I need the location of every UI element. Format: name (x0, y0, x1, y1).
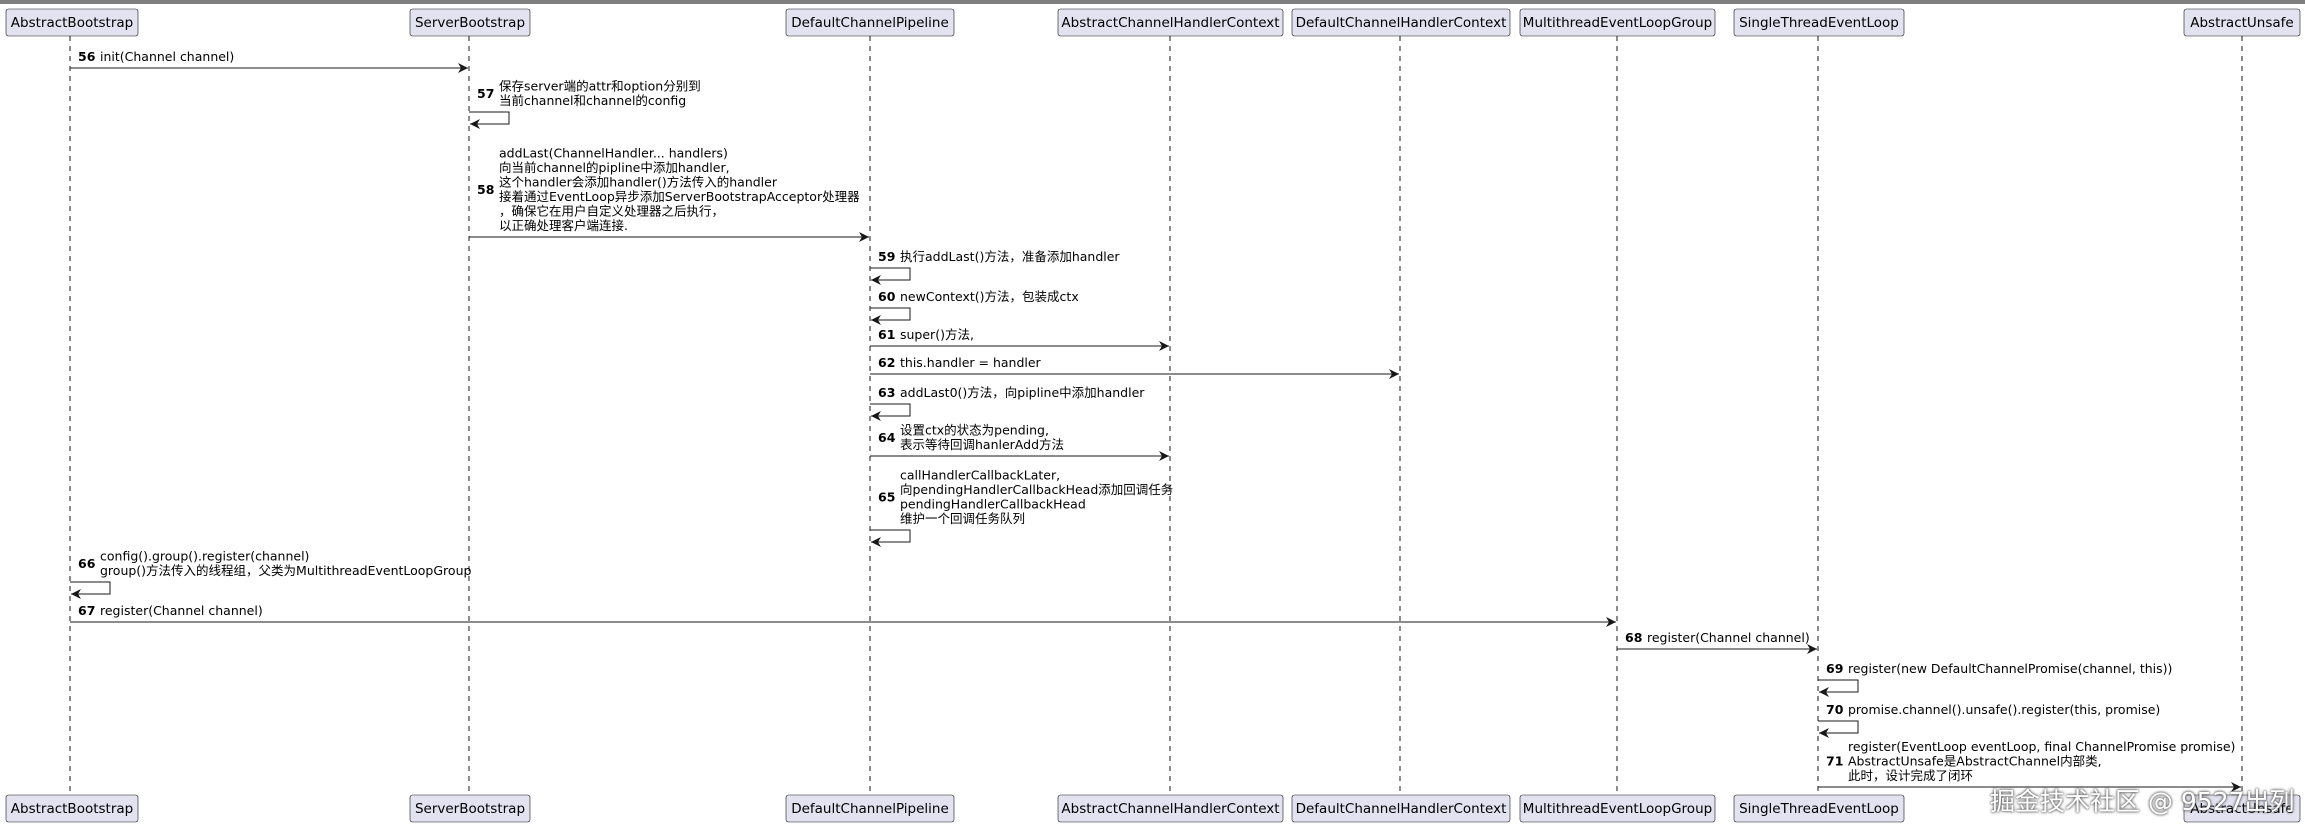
message-label: register(EventLoop eventLoop, final Chan… (1848, 739, 2235, 754)
message-number: 61 (878, 327, 895, 342)
participant-label-top-default-channel-pipeline: DefaultChannelPipeline (791, 15, 949, 31)
participant-label-bottom-default-channel-pipeline: DefaultChannelPipeline (791, 801, 949, 817)
watermark-text: 掘金技术社区 @ 9527出列 (1990, 787, 2295, 816)
participant-box-top-single-thread-event-loop (1733, 8, 1905, 37)
message-number: 60 (878, 289, 896, 304)
message-number: 68 (1625, 630, 1642, 645)
self-message-arrow (469, 111, 510, 129)
message-number: 66 (78, 556, 96, 571)
participant-label-top-abstract-channel-handler-context: AbstractChannelHandlerContext (1061, 15, 1279, 31)
message-label: promise.channel().unsafe().register(this… (1848, 702, 2160, 717)
participant-label-top-server-bootstrap: ServerBootstrap (415, 15, 525, 31)
message-number: 57 (477, 86, 494, 101)
message-label: pendingHandlerCallbackHead (900, 497, 1086, 512)
participant-box-bottom-abstract-unsafe (2183, 794, 2301, 823)
message-label: 保存server端的attr和option分别到 (499, 79, 701, 94)
message-label: AbstractUnsafe是AbstractChannel内部类, (1848, 754, 2102, 769)
message-number: 64 (878, 430, 896, 445)
message-label: init(Channel channel) (100, 49, 234, 64)
message-number: 63 (878, 385, 895, 400)
participant-box-bottom-multithread-event-loop-group (1519, 794, 1716, 823)
message-number: 58 (477, 182, 494, 197)
participant-label-bottom-abstract-bootstrap: AbstractBootstrap (11, 801, 133, 817)
self-message-arrow (1818, 720, 1859, 738)
participant-box-top-multithread-event-loop-group (1519, 8, 1716, 37)
message-label: register(new DefaultChannelPromise(chann… (1848, 661, 2172, 676)
message-label: config().group().register(channel) (100, 549, 309, 564)
message-label: this.handler = handler (900, 355, 1042, 370)
participant-box-bottom-server-bootstrap (409, 794, 531, 823)
self-message-arrow (1818, 679, 1859, 697)
participant-box-bottom-default-channel-handler-context (1291, 794, 1511, 823)
message-label: 当前channel和channel的config (499, 93, 686, 108)
message-label: newContext()方法，包装成ctx (900, 289, 1079, 304)
participant-label-bottom-single-thread-event-loop: SingleThreadEventLoop (1739, 801, 1899, 817)
self-message-arrow (870, 403, 911, 421)
message-label: callHandlerCallbackLater, (900, 468, 1060, 483)
message-label: 这个handler会添加handler()方法传入的handler (499, 175, 778, 190)
message-label: addLast0()方法，向pipline中添加handler (900, 385, 1145, 400)
message-label: 表示等待回调hanlerAdd方法 (900, 437, 1064, 452)
participant-label-bottom-abstract-channel-handler-context: AbstractChannelHandlerContext (1061, 801, 1279, 817)
participant-box-bottom-abstract-bootstrap (5, 794, 139, 823)
message-label: 维护一个回调任务队列 (900, 511, 1025, 526)
participant-box-bottom-default-channel-pipeline (785, 794, 955, 823)
participant-label-bottom-multithread-event-loop-group: MultithreadEventLoopGroup (1523, 801, 1712, 817)
message-label: register(Channel channel) (1647, 630, 1810, 645)
self-message-arrow (870, 307, 911, 325)
participant-box-top-abstract-channel-handler-context (1057, 8, 1284, 37)
message-number: 62 (878, 355, 895, 370)
participant-box-top-abstract-unsafe (2183, 8, 2301, 37)
message-number: 71 (1826, 754, 1843, 769)
participant-box-top-abstract-bootstrap (5, 8, 139, 37)
message-label: 以正确处理客户端连接. (499, 218, 628, 233)
participant-box-bottom-single-thread-event-loop (1733, 794, 1905, 823)
message-number: 59 (878, 249, 895, 264)
message-label: ，确保它在用户自定义处理器之后执行， (499, 204, 724, 219)
message-number: 70 (1826, 702, 1844, 717)
participant-label-top-default-channel-handler-context: DefaultChannelHandlerContext (1296, 15, 1507, 31)
message-label: 执行addLast()方法，准备添加handler (900, 249, 1120, 264)
participant-label-bottom-server-bootstrap: ServerBootstrap (415, 801, 525, 817)
participant-label-top-abstract-bootstrap: AbstractBootstrap (11, 15, 133, 31)
self-message-arrow (870, 529, 911, 547)
participant-label-top-multithread-event-loop-group: MultithreadEventLoopGroup (1523, 15, 1712, 31)
message-label: addLast(ChannelHandler... handlers) (499, 146, 728, 161)
message-label: 接着通过EventLoop异步添加ServerBootstrapAcceptor… (499, 189, 860, 204)
message-number: 65 (878, 489, 895, 504)
participant-box-bottom-abstract-channel-handler-context (1057, 794, 1284, 823)
participant-box-top-default-channel-pipeline (785, 8, 955, 37)
message-label: register(Channel channel) (100, 603, 263, 618)
participant-box-top-default-channel-handler-context (1291, 8, 1511, 37)
message-label: 设置ctx的状态为pending, (900, 423, 1049, 438)
message-label: 此时，设计完成了闭环 (1848, 768, 1973, 783)
participant-label-bottom-abstract-unsafe: AbstractUnsafe (2190, 801, 2293, 817)
participant-box-top-server-bootstrap (409, 8, 531, 37)
window-top-border (0, 0, 2305, 4)
message-number: 67 (78, 603, 95, 618)
participant-label-bottom-default-channel-handler-context: DefaultChannelHandlerContext (1296, 801, 1507, 817)
participant-label-top-abstract-unsafe: AbstractUnsafe (2190, 15, 2293, 31)
message-label: 向pendingHandlerCallbackHead添加回调任务 (900, 482, 1173, 497)
self-message-arrow (70, 581, 111, 599)
participant-label-top-single-thread-event-loop: SingleThreadEventLoop (1739, 15, 1899, 31)
message-number: 69 (1826, 661, 1843, 676)
message-label: group()方法传入的线程组，父类为MultithreadEventLoopG… (100, 563, 471, 578)
self-message-arrow (870, 267, 911, 285)
message-number: 56 (78, 49, 96, 64)
message-label: super()方法, (900, 327, 974, 342)
message-label: 向当前channel的pipline中添加handler, (499, 160, 730, 175)
